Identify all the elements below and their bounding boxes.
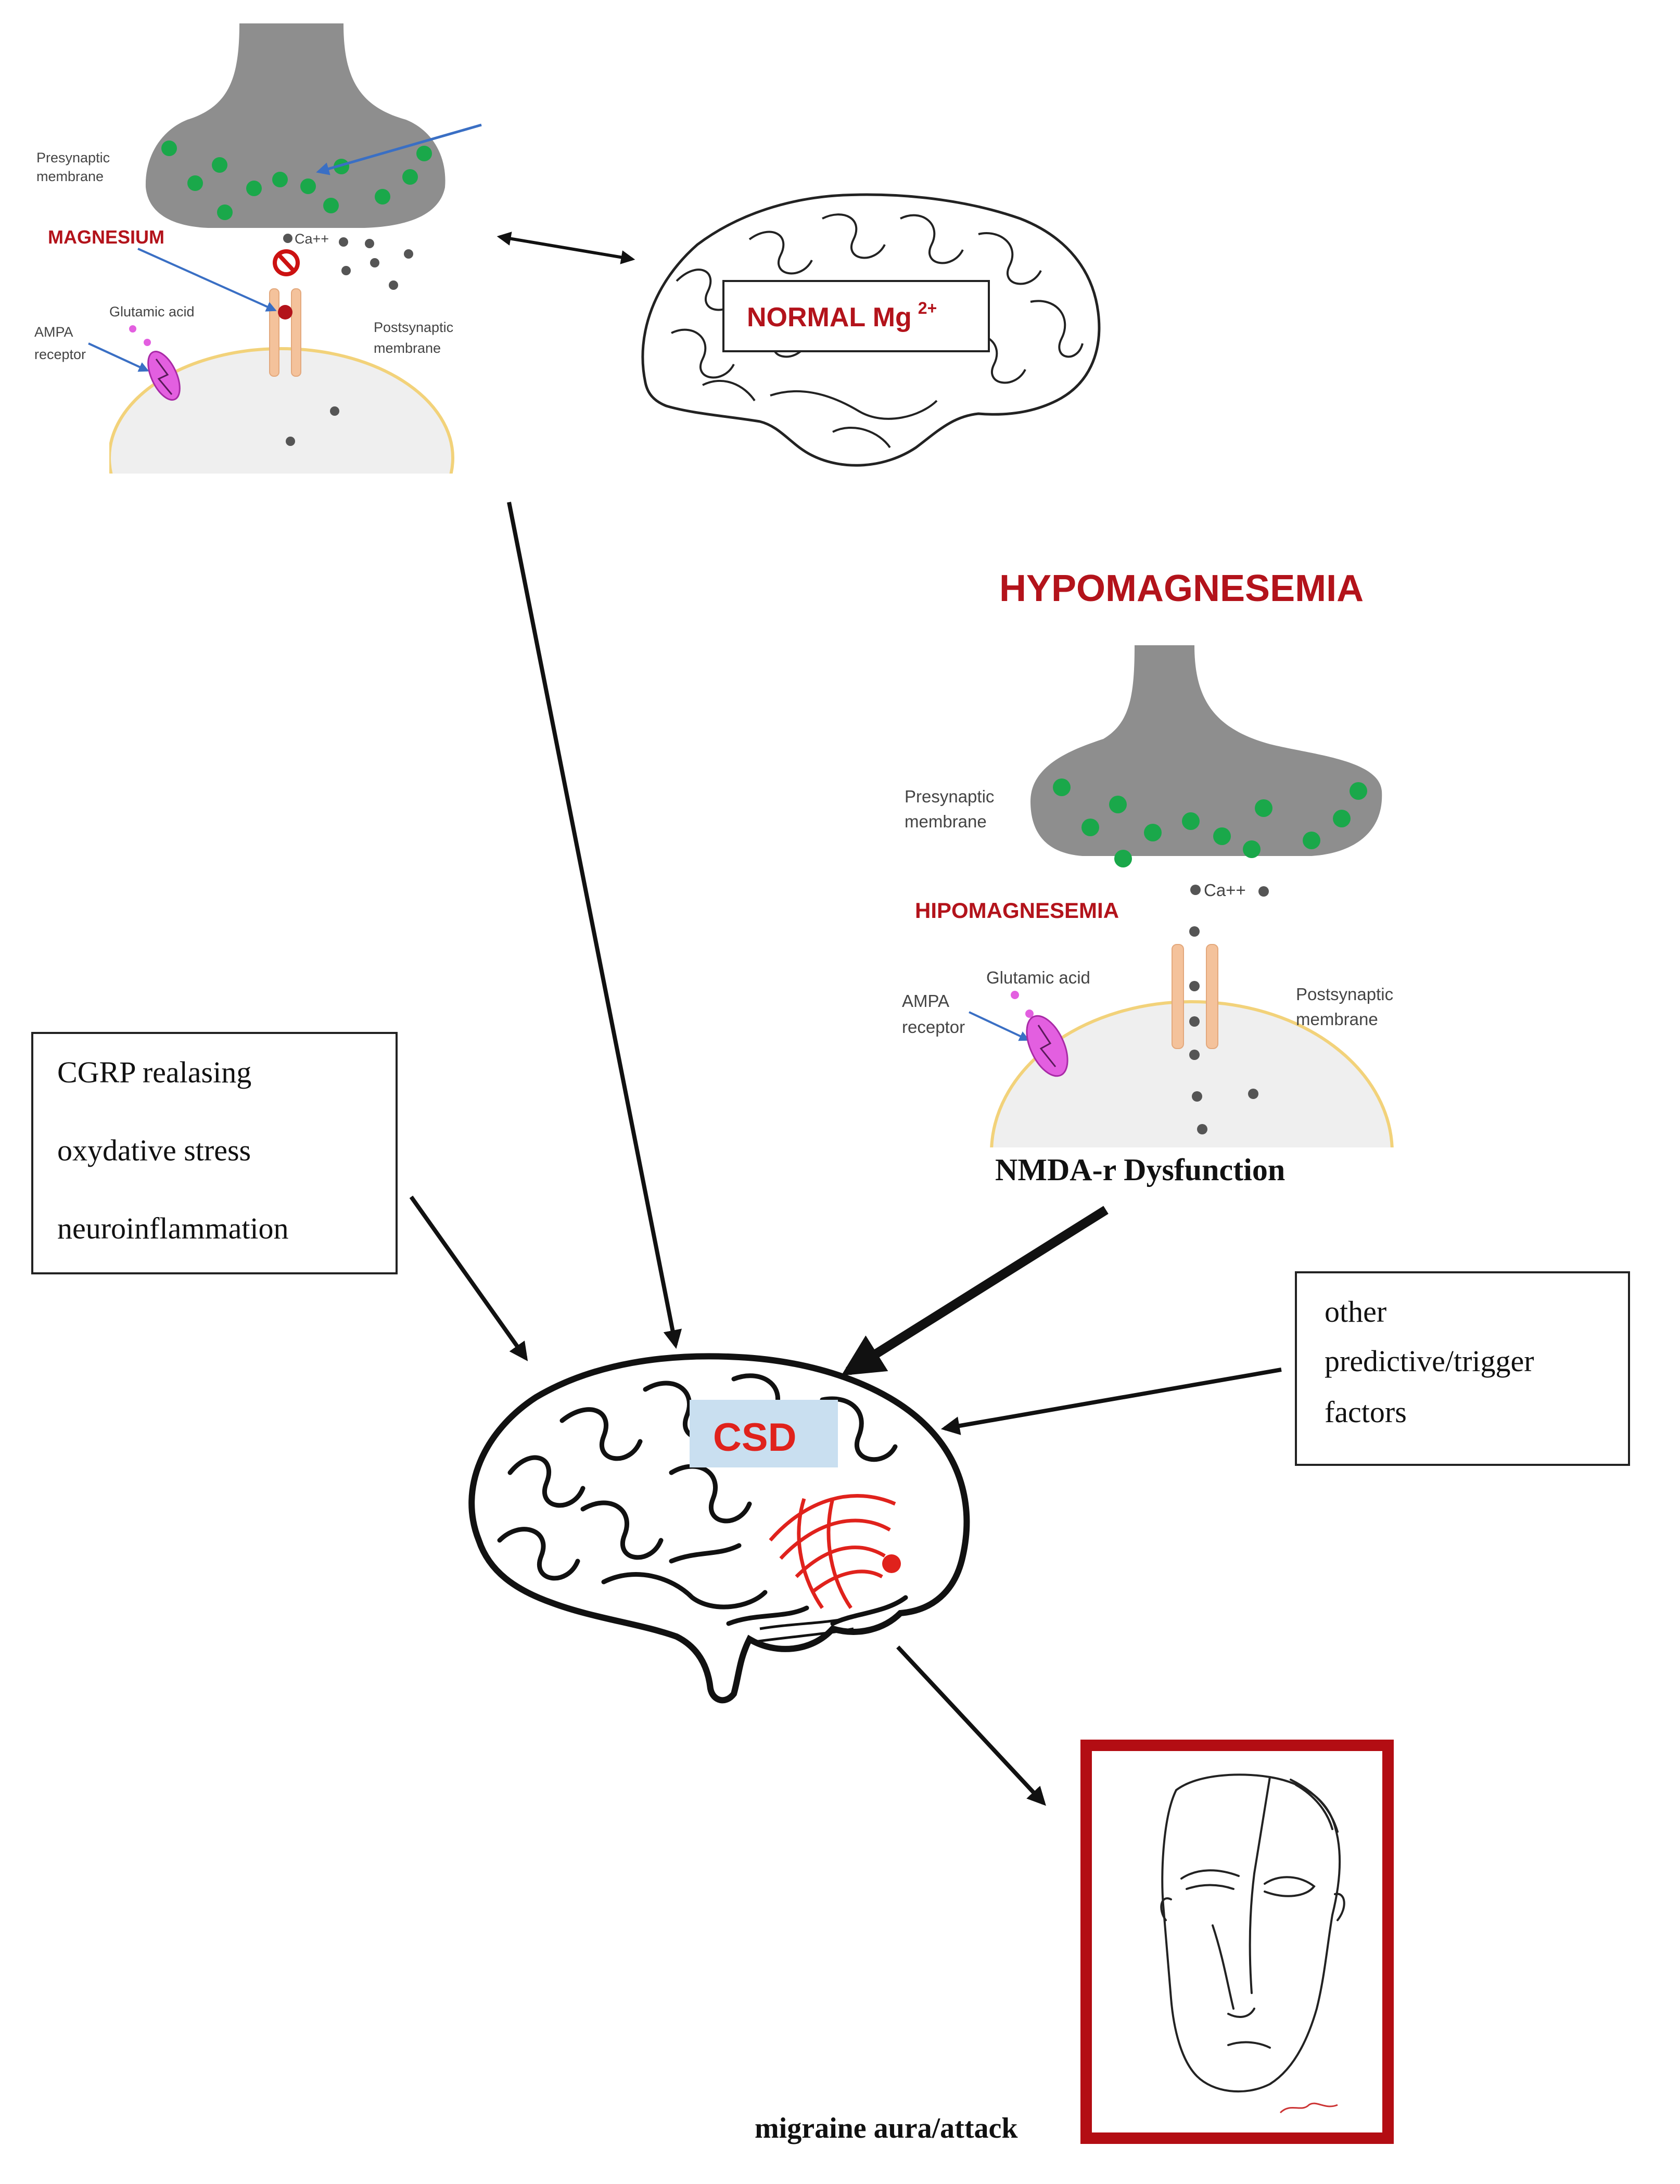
hypo-presynaptic-label-2: membrane [905,812,987,831]
glutamic-acid-label: Glutamic acid [109,304,195,320]
other-factors-box: other predictive/trigger factors [1295,1271,1630,1466]
csd-brain: CSD [468,1353,970,1704]
cgrp-line-3: neuroinflammation [57,1211,289,1245]
calcium-ions [283,234,413,446]
glutamate-dot [144,339,151,346]
cgrp-line-1: CGRP realasing [57,1055,251,1089]
presynaptic-label-2: membrane [36,169,104,184]
csd-label: CSD [713,1415,796,1460]
hypo-glutamic-label: Glutamic acid [986,968,1090,987]
portrait-frame [1080,1740,1394,2144]
hypo-calcium-ions [1189,885,1269,1134]
ampa-label: AMPA [34,324,73,340]
csd-brain-outline [468,1353,970,1704]
cgrp-box: CGRP realasing oxydative stress neuroinf… [31,1032,398,1274]
hypo-synapse: Presynaptic membrane HIPOMAGNESEMIA Ca++… [902,645,1394,1147]
blue-pointer-arrow [316,123,482,175]
normal-mg-box [722,280,990,352]
nmda-dysfunction-caption: NMDA-r Dysfunction [995,1153,1285,1187]
hypo-synaptic-vesicles [1053,778,1367,867]
presynaptic-terminal [145,23,446,228]
hypomagnesemia-title: HYPOMAGNESEMIA [999,568,1364,609]
glutamate-dot [129,325,136,333]
hypo-ampa-label: AMPA [902,991,949,1011]
magnesium-ion [278,305,292,320]
magnesium-pointer-arrow [137,248,277,312]
face-sketch [1160,1773,1345,2093]
calcium-label: Ca++ [295,231,329,247]
hypo-ampa-label-2: receptor [902,1017,965,1037]
hypo-nmda-channel-open [1172,944,1218,1049]
double-arrow [497,232,635,264]
cgrp-line-2: oxydative stress [57,1133,251,1167]
csd-origin-dot [882,1554,901,1573]
hypo-postsynaptic-cell [990,1000,1394,1147]
hypo-postsynaptic-label-2: membrane [1296,1010,1378,1029]
normal-synapse: Presynaptic membrane MAGNESIUM Ca++ Glut… [34,23,482,474]
ampa-pointer-arrow [88,342,149,372]
csd-waves [769,1494,896,1610]
presynaptic-label: Presynaptic [36,150,110,165]
arrow-cgrp-to-csd [409,1195,528,1361]
other-factors-line-1: other [1325,1295,1386,1329]
other-factors-line-2: predictive/trigger [1325,1344,1534,1378]
artist-signature [1279,2102,1338,2114]
migraine-caption: migraine aura/attack [755,2112,1018,2144]
glutamate-dot [1011,991,1019,999]
csd-label-box [690,1400,838,1467]
arrow-csd-to-migraine [896,1645,1046,1806]
arrow-to-csd-long [507,502,682,1349]
postsynaptic-cell [109,347,454,474]
ampa-label-2: receptor [34,347,86,362]
magnesium-label: MAGNESIUM [48,226,164,248]
other-factors-line-3: factors [1325,1395,1407,1429]
hypo-postsynaptic-label: Postsynaptic [1296,985,1393,1004]
hipomagnesemia-label: HIPOMAGNESEMIA [915,898,1119,923]
hypo-calcium-label: Ca++ [1204,880,1246,900]
arrow-hypo-to-csd [841,1206,1109,1376]
arrow-other-to-csd [940,1368,1282,1435]
synaptic-vesicles [161,141,432,220]
hypo-ampa-pointer-arrow [969,1011,1030,1041]
glutamate-dot [1025,1010,1034,1018]
postsynaptic-label: Postsynaptic [374,320,453,335]
hypo-presynaptic-label: Presynaptic [905,787,994,806]
blocked-icon [273,249,300,276]
postsynaptic-label-2: membrane [374,340,441,356]
migraine-portrait [1080,1740,1394,2144]
